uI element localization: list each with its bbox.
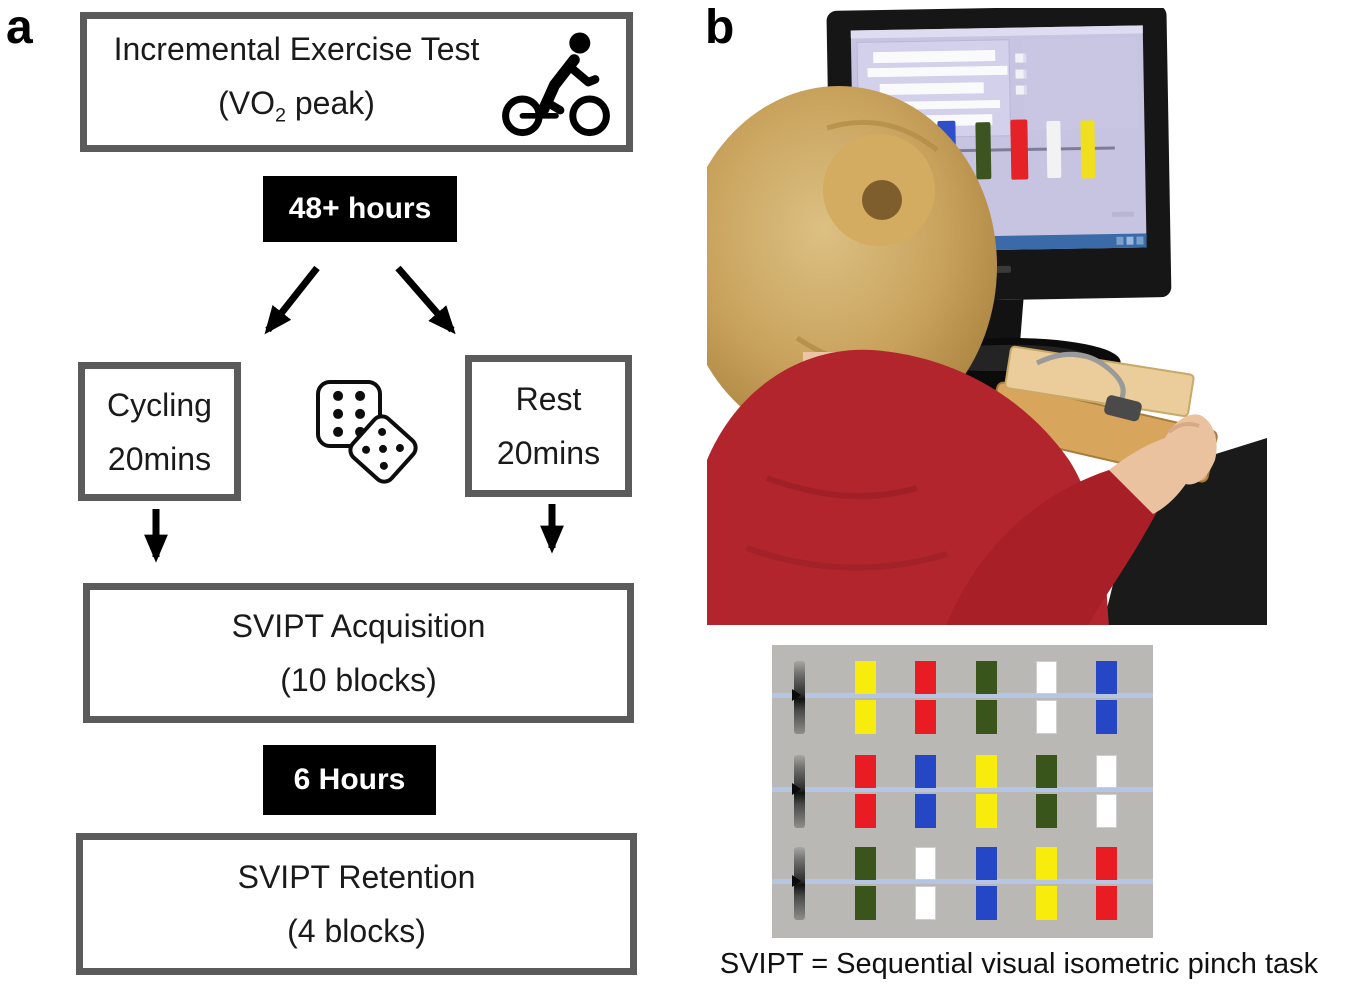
die-pip [377,443,389,455]
retention-line1: SVIPT Retention [237,859,476,895]
cycling-box: Cycling 20mins [78,362,241,501]
screen-target-bar [1046,120,1062,179]
die-pip [333,408,343,420]
hand [1165,414,1217,485]
target-bar [915,847,936,880]
force-cursor-notch [792,875,801,887]
target-bar [1096,886,1117,920]
target-bar [1036,794,1057,828]
interval-48-hours: 48+ hours [263,176,457,242]
branch-arrows [264,265,456,335]
target-bar [915,755,936,788]
cycling-line2: 20mins [107,440,212,477]
target-bar [1096,700,1117,734]
panel-b-label: b [705,1,735,54]
rest-line1: Rest [515,381,582,417]
die-pip [355,390,365,402]
screen-target-bar [1080,120,1096,179]
target-bar [1036,700,1057,734]
target-bar [915,886,936,920]
target-bar [976,886,997,920]
wooden-board-upper [1004,345,1195,418]
target-bar [1036,661,1057,694]
down-arrow-right [540,504,564,554]
target-bar [976,755,997,788]
target-bar [976,794,997,828]
die-pip [333,390,343,402]
die-pip [376,426,388,438]
down-arrow-left [144,509,168,563]
target-bar [1036,755,1057,788]
retention-line2: (4 blocks) [287,913,426,949]
target-bar [1096,661,1117,694]
target-bar [1036,847,1057,880]
force-cursor-notch [792,783,801,795]
svipt-display [772,645,1153,938]
svipt-guide-line [772,787,1153,792]
pinch-force-device [1104,395,1142,422]
interval-6-hours: 6 Hours [263,745,436,815]
target-bar [855,700,876,734]
arm-sleeve [945,470,1159,628]
panel-a-label: a [6,1,33,54]
rest-box: Rest 20mins [465,355,632,497]
target-bar [1096,755,1117,788]
target-bar [855,794,876,828]
participant-photo-illustration [681,5,1267,628]
target-bar [1096,794,1117,828]
cycling-line1: Cycling [107,386,212,423]
target-bar [976,700,997,734]
svipt-guide-line [772,879,1153,884]
screen-target-bar [1010,119,1029,180]
screen-target-bar [975,122,992,180]
figure-caption: SVIPT = Sequential visual isometric pinc… [719,948,1319,980]
force-cursor-notch [792,689,801,701]
device-cable [1035,351,1126,405]
target-bar [915,794,936,828]
target-bar [855,661,876,694]
participant-photo [681,5,1267,628]
rest-line2: 20mins [496,435,601,471]
target-bar [976,847,997,880]
acquisition-line2: (10 blocks) [280,662,437,698]
target-bar [1036,886,1057,920]
incremental-exercise-test-box: Incremental Exercise Test (VO2 peak) [80,12,633,152]
cyclist-icon [502,32,610,137]
target-bar [915,661,936,694]
svipt-guide-line [772,693,1153,698]
die-pip [360,444,372,456]
die-pip [394,442,406,454]
svipt-retention-box: SVIPT Retention (4 blocks) [76,833,637,975]
die-pip [378,460,390,472]
acquisition-line1: SVIPT Acquisition [231,608,486,644]
target-bar [1096,847,1117,880]
target-bar [915,700,936,734]
target-bar [855,847,876,880]
incremental-test-line2: (VO2 peak) [218,84,375,127]
die-pip [333,426,343,438]
target-bar [976,661,997,694]
incremental-test-line1: Incremental Exercise Test [113,30,480,67]
die-pip [355,408,365,420]
die-six-icon [316,380,382,448]
target-bar [855,755,876,788]
svipt-acquisition-box: SVIPT Acquisition (10 blocks) [83,583,634,723]
target-bar [855,886,876,920]
